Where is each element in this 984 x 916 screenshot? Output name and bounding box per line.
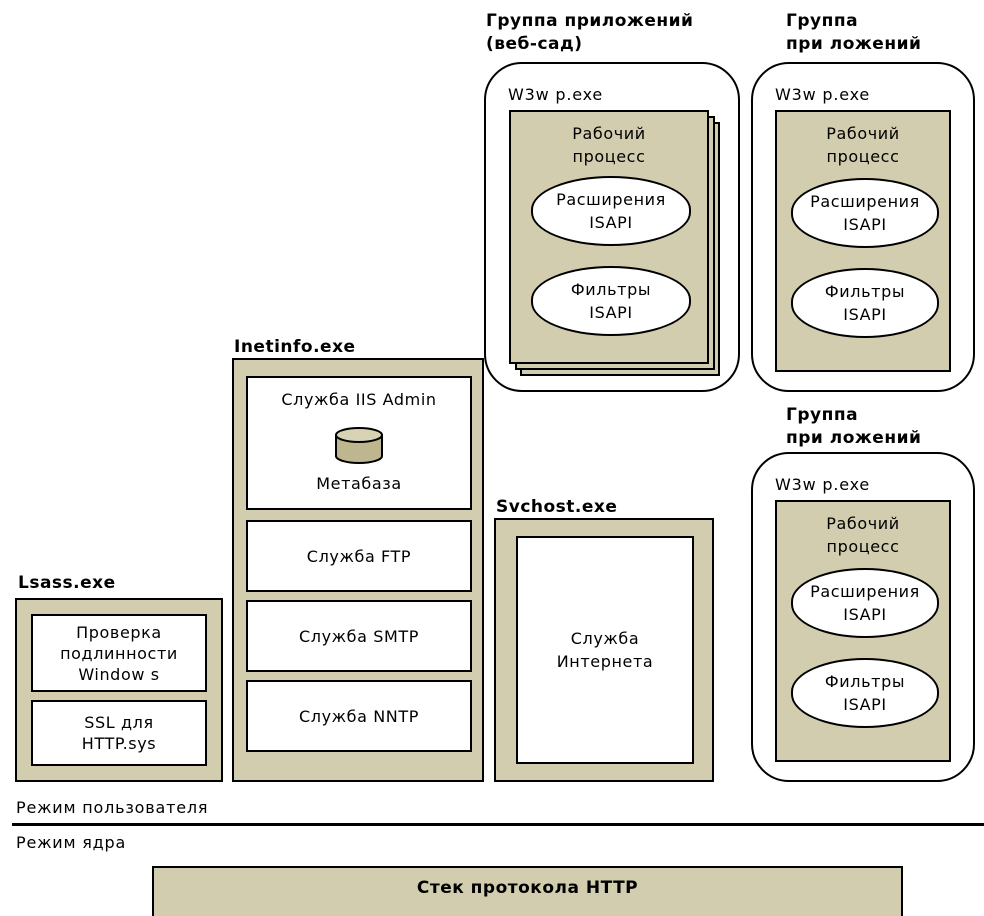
app-pool-3: W3w p.exe Рабочий процесс Расширения ISA… (751, 452, 975, 782)
lsass-title: Lsass.exe (18, 573, 116, 593)
user-mode-label: Режим пользователя (16, 798, 209, 817)
worker-process-label: Рабочий процесс (826, 514, 900, 556)
http-stack-label: Стек протокола HTTP (416, 878, 639, 898)
iis-admin-service-label: Служба IIS Admin (281, 390, 437, 409)
ftp-service-box: Служба FTP (246, 520, 472, 592)
worker-process-box: Рабочий процесс Расширения ISAPI Фильтры… (509, 110, 709, 364)
app-pool-web-garden: W3w p.exe Рабочий процесс Расширения ISA… (484, 62, 740, 392)
internet-service-label: Служба Интернета (556, 629, 654, 671)
worker-process-label: Рабочий процесс (572, 124, 646, 166)
w3wp-exe-label: W3w p.exe (775, 85, 870, 104)
metabase-label: Метабаза (316, 474, 402, 493)
app-pool-2-title: Группа при ложений (786, 11, 922, 54)
isapi-filters-pill: Фильтры ISAPI (791, 658, 939, 728)
worker-process-label: Рабочий процесс (826, 124, 900, 166)
isapi-extensions-pill: Расширения ISAPI (531, 176, 691, 246)
svchost-box: Служба Интернета (494, 518, 714, 782)
isapi-extensions-pill: Расширения ISAPI (791, 178, 939, 248)
worker-process-box: Рабочий процесс Расширения ISAPI Фильтры… (775, 110, 951, 372)
kernel-mode-label: Режим ядра (16, 833, 127, 852)
isapi-filters-pill: Фильтры ISAPI (791, 268, 939, 338)
lsass-box: Проверка подлинности Window s SSL для HT… (15, 598, 223, 782)
nntp-service-label: Служба NNTP (299, 706, 419, 726)
internet-service-box: Служба Интернета (516, 536, 694, 764)
ssl-http-sys-label: SSL для HTTP.sys (81, 713, 157, 753)
isapi-filters-label: Фильтры ISAPI (824, 672, 906, 714)
isapi-filters-label: Фильтры ISAPI (570, 280, 652, 322)
isapi-extensions-label: Расширения ISAPI (810, 192, 920, 234)
isapi-extensions-pill: Расширения ISAPI (791, 568, 939, 638)
nntp-service-box: Служба NNTP (246, 680, 472, 752)
smtp-service-label: Служба SMTP (298, 626, 420, 646)
worker-process-box: Рабочий процесс Расширения ISAPI Фильтры… (775, 500, 951, 762)
mode-divider (12, 823, 984, 826)
isapi-extensions-label: Расширения ISAPI (810, 582, 920, 624)
isapi-extensions-label: Расширения ISAPI (556, 190, 666, 232)
isapi-filters-pill: Фильтры ISAPI (531, 266, 691, 336)
inetinfo-title: Inetinfo.exe (234, 337, 356, 357)
isapi-filters-label: Фильтры ISAPI (824, 282, 906, 324)
database-cylinder-icon (335, 427, 383, 464)
app-pool-3-title: Группа при ложений (786, 405, 922, 448)
windows-auth-label: Проверка подлинности Window s (60, 622, 178, 684)
app-pool-web-garden-title: Группа приложений (веб-сад) (486, 11, 694, 54)
app-pool-2: W3w p.exe Рабочий процесс Расширения ISA… (751, 62, 975, 392)
http-stack-box: Стек протокола HTTP (152, 866, 903, 916)
ftp-service-label: Служба FTP (306, 546, 412, 566)
windows-auth-box: Проверка подлинности Window s (31, 614, 207, 692)
svchost-title: Svchost.exe (496, 497, 618, 517)
ssl-http-sys-box: SSL для HTTP.sys (31, 700, 207, 766)
w3wp-exe-label: W3w p.exe (508, 85, 603, 104)
w3wp-exe-label: W3w p.exe (775, 475, 870, 494)
inetinfo-box: Служба IIS Admin Метабаза Служба FTP Слу… (232, 358, 484, 782)
smtp-service-box: Служба SMTP (246, 600, 472, 672)
iis-admin-service-box: Служба IIS Admin Метабаза (246, 376, 472, 510)
